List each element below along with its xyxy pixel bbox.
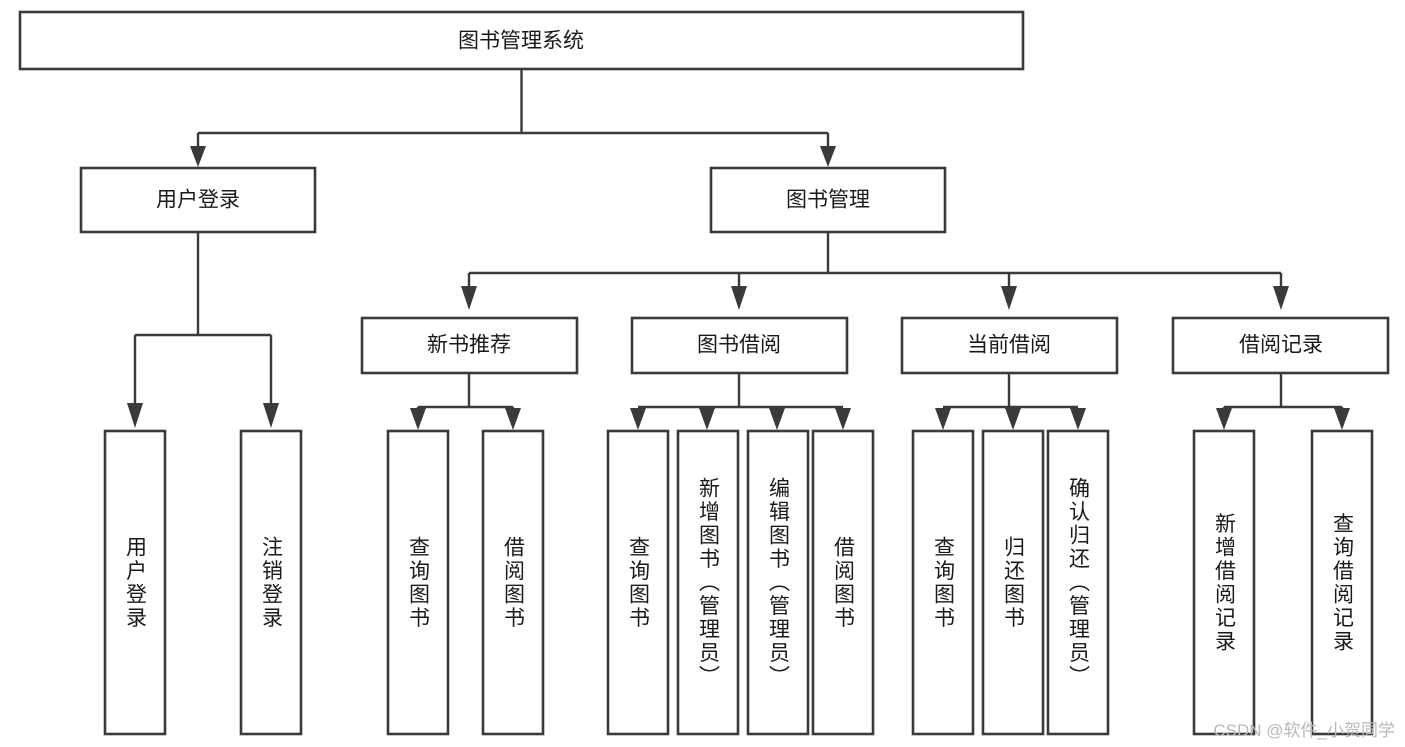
node-user-login-box [79,166,317,234]
node-leaf-borrow-book-1-box [481,429,545,736]
node-book-borrow[interactable]: 图书借阅 [630,316,849,375]
node-book-manage-label: 图书管理 [786,189,870,212]
arrowhead-leaf-add-book [699,408,715,430]
connector-layer [127,69,1350,430]
node-new-book-recommend-label: 新书推荐 [427,334,511,357]
node-leaf-user-logout[interactable]: 注销登录 [239,429,303,736]
node-leaf-query-book-1[interactable]: 查询图书 [386,429,450,736]
node-book-manage[interactable]: 图书管理 [709,166,947,234]
node-leaf-query-book-2-label: 查询图书 [627,536,651,630]
node-book-manage-box [709,166,947,234]
node-borrow-record-box [1171,316,1390,375]
node-leaf-return-book[interactable]: 归还图书 [981,429,1045,736]
node-leaf-query-book-2-box [606,429,670,736]
node-leaf-add-record[interactable]: 新增借阅记录 [1192,429,1256,736]
node-leaf-query-book-1-box [386,429,450,736]
node-book-borrow-label: 图书借阅 [697,334,781,357]
node-leaf-query-book-3-label: 查询图书 [932,536,956,630]
node-leaf-add-book-label: 新增图书（管理员） [697,477,721,689]
node-leaf-user-login-box [103,429,167,736]
node-current-borrow[interactable]: 当前借阅 [900,316,1119,375]
node-leaf-confirm-return[interactable]: 确认归还（管理员） [1046,429,1110,736]
node-current-borrow-label: 当前借阅 [967,334,1051,357]
node-leaf-query-book-3-box [911,429,975,736]
node-new-book-recommend[interactable]: 新书推荐 [360,316,579,375]
node-leaf-edit-book-label: 编辑图书（管理员） [767,477,791,689]
node-leaf-user-logout-box [239,429,303,736]
arrowhead-user-login [190,146,206,167]
node-book-borrow-box [630,316,849,375]
arrowhead-leaf-query-book-2 [630,408,646,430]
arrowhead-borrow-record [1273,286,1289,310]
arrowhead-new-book-recommend [461,286,477,310]
arrowhead-leaf-query-record [1334,408,1350,430]
arrowhead-leaf-query-book-1 [410,408,426,430]
node-leaf-query-record[interactable]: 查询借阅记录 [1310,429,1374,736]
node-leaf-borrow-book-1[interactable]: 借阅图书 [481,429,545,736]
arrowhead-book-borrow [731,286,747,310]
node-leaf-query-record-box [1310,429,1374,736]
node-leaf-borrow-book-2-box [811,429,875,736]
node-leaf-borrow-book-2-label: 借阅图书 [832,536,856,630]
node-leaf-add-record-label: 新增借阅记录 [1213,513,1237,654]
node-leaf-edit-book-box [746,429,810,736]
node-leaf-user-login-label: 用户登录 [124,536,148,630]
node-leaf-user-login[interactable]: 用户登录 [103,429,167,736]
node-root-label: 图书管理系统 [458,30,584,53]
node-user-login[interactable]: 用户登录 [79,166,317,234]
node-root-box [18,10,1025,71]
node-leaf-confirm-return-box [1046,429,1110,736]
node-root-book-management-system[interactable]: 图书管理系统 [18,10,1025,71]
arrowhead-leaf-add-record [1216,408,1232,430]
node-new-book-recommend-box [360,316,579,375]
arrowhead-leaf-user-login [127,403,143,428]
arrowhead-leaf-query-book-3 [935,408,951,430]
csdn-watermark: CSDN @软件_小贺同学 [1213,721,1395,740]
node-leaf-query-book-1-label: 查询图书 [407,536,431,630]
arrowhead-leaf-confirm-return [1070,408,1086,430]
arrowhead-leaf-edit-book [769,408,785,430]
node-leaf-confirm-return-label: 确认归还（管理员） [1067,477,1091,689]
node-leaf-return-book-label: 归还图书 [1002,536,1026,630]
node-leaf-edit-book[interactable]: 编辑图书（管理员） [746,429,810,736]
arrowhead-book-manage [820,146,836,167]
node-leaf-query-book-3[interactable]: 查询图书 [911,429,975,736]
node-leaf-borrow-book-2[interactable]: 借阅图书 [811,429,875,736]
arrowhead-leaf-return-book [1005,408,1021,430]
arrowhead-leaf-user-logout [263,403,279,428]
node-leaf-user-logout-label: 注销登录 [260,536,284,630]
node-leaf-query-book-2[interactable]: 查询图书 [606,429,670,736]
arrowhead-leaf-borrow-book-1 [505,408,521,430]
node-leaf-add-record-box [1192,429,1256,736]
node-user-login-label: 用户登录 [156,189,240,212]
node-leaf-return-book-box [981,429,1045,736]
arrowhead-current-borrow [1001,286,1017,310]
node-borrow-record-label: 借阅记录 [1239,334,1323,357]
node-leaf-add-book[interactable]: 新增图书（管理员） [676,429,740,736]
node-borrow-record[interactable]: 借阅记录 [1171,316,1390,375]
arrowhead-leaf-borrow-book-2 [835,408,851,430]
node-leaf-add-book-box [676,429,740,736]
node-current-borrow-box [900,316,1119,375]
node-leaf-query-record-label: 查询借阅记录 [1331,513,1355,654]
node-leaf-borrow-book-1-label: 借阅图书 [502,536,526,630]
